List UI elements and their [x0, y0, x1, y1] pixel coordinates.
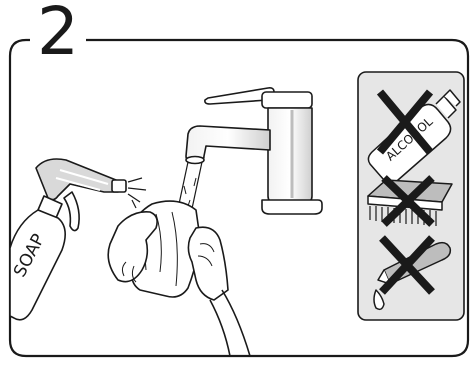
hands-with-cloth-icon: [108, 201, 250, 356]
prohibited-items-panel: ALCOHOL: [358, 72, 464, 320]
faucet-icon: [186, 88, 322, 214]
spray-mist: [128, 178, 146, 208]
step-number: 2: [30, 0, 86, 68]
